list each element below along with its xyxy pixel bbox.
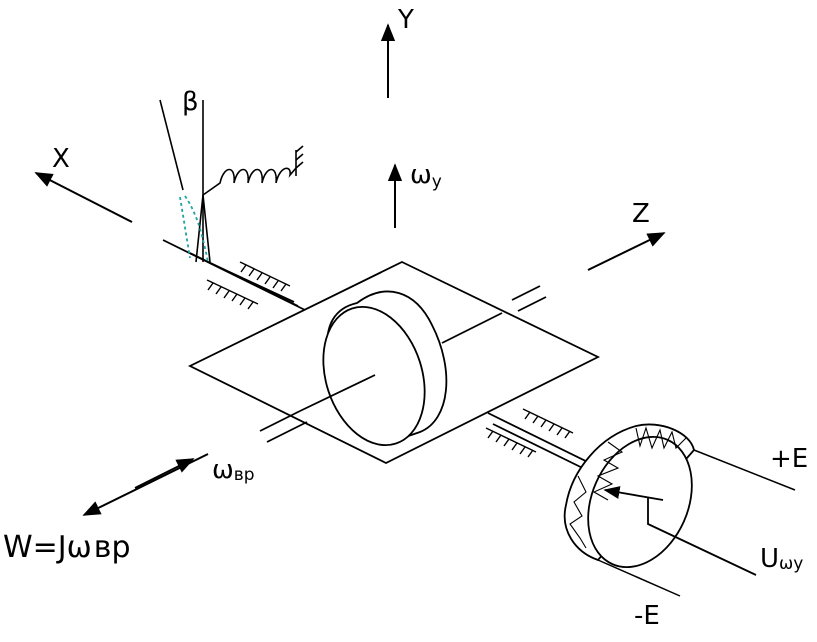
left-axle: [162, 239, 306, 311]
angle-pointer: [159, 99, 211, 263]
z-axis-arrow: [587, 232, 666, 271]
right-bearing-hatch: [485, 408, 574, 458]
omega-vr-label: ωвр: [212, 455, 255, 485]
rotor-shaft: [259, 285, 547, 443]
minus-e-label: -E: [634, 601, 660, 631]
sensor-leads: [597, 449, 796, 597]
angular-momentum-arrow: [82, 453, 209, 516]
omega-vr-arrow: [134, 458, 195, 489]
spring: [202, 145, 304, 196]
omega-y-label: ωy: [410, 160, 442, 192]
left-bearing-hatch: [206, 261, 291, 310]
gimbal-frame: [187, 260, 601, 465]
y-axis-label: Y: [397, 5, 414, 35]
sensor-cylinder: [563, 423, 695, 569]
angle-pointer-dashed: [179, 195, 209, 263]
z-axis-label: Z: [632, 199, 650, 229]
sensor-wiper: [603, 486, 757, 576]
x-axis-arrow: [34, 172, 133, 223]
angular-momentum-label: W=Jωвр: [3, 530, 131, 565]
beta-label: β: [182, 87, 199, 117]
u-omega-label: Uωy: [760, 544, 803, 574]
x-axis-label: X: [52, 144, 70, 174]
sensor-winding: [569, 426, 687, 549]
plus-e-label: +E: [770, 444, 808, 474]
